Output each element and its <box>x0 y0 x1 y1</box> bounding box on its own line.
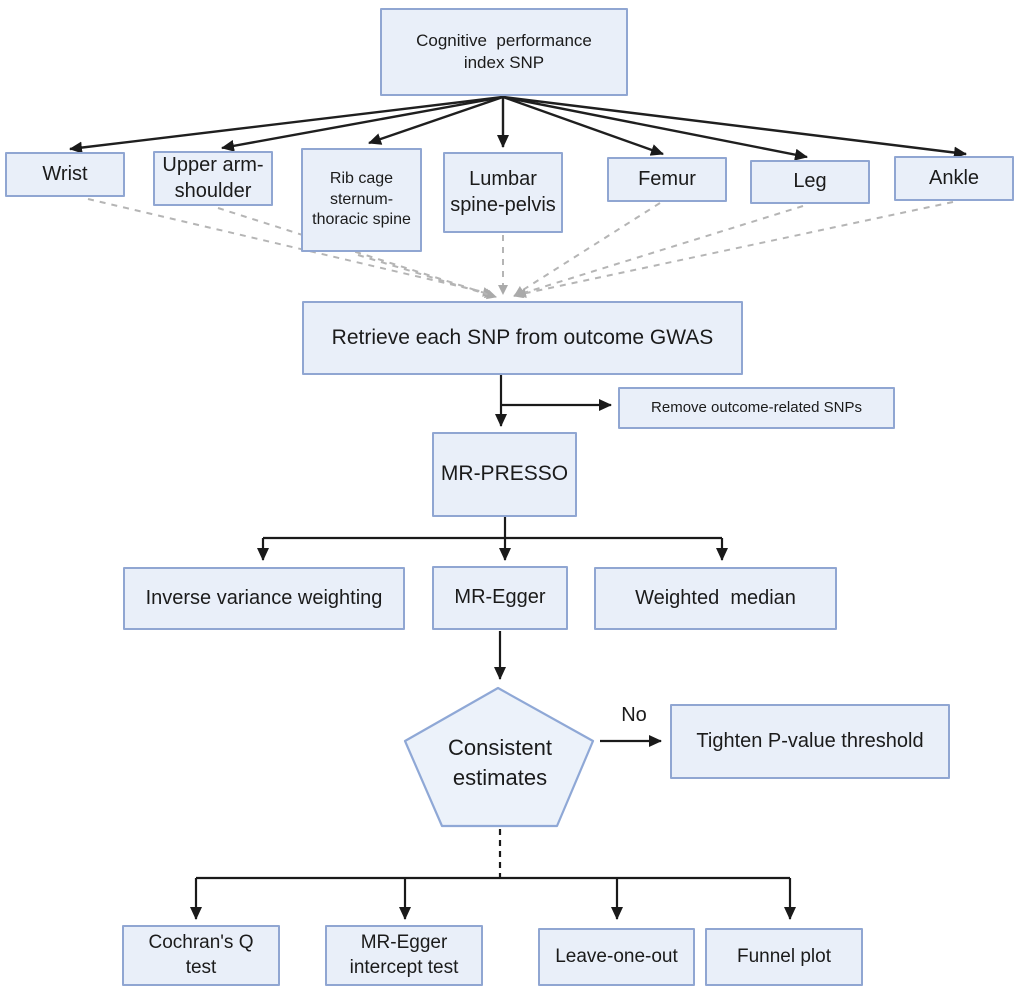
node-funnel-plot-label: Funnel plot <box>736 945 831 967</box>
node-leave-one-out: Leave-one-out <box>538 928 695 986</box>
node-leg: Leg <box>750 160 870 204</box>
node-tighten-threshold: Tighten P-value threshold <box>670 704 950 779</box>
node-cochrans-q-test: Cochran's Q test <box>122 925 280 986</box>
node-mr-egger-intercept-test: MR-Egger intercept test <box>325 925 483 986</box>
node-mr-egger: MR-Egger <box>432 566 568 630</box>
node-leg-label: Leg <box>793 170 827 193</box>
node-weighted-median: Weighted median <box>594 567 837 630</box>
no-branch-label: No <box>621 704 647 726</box>
node-mr-presso-label: MR-PRESSO <box>440 462 569 486</box>
node-rib-cage: Rib cage sternum-thoracic spine <box>301 148 422 252</box>
node-mr-egger-label: MR-Egger <box>454 586 546 609</box>
node-rib-cage-label: Rib cage sternum-thoracic spine <box>312 170 411 229</box>
node-femur-label: Femur <box>638 167 696 190</box>
node-exposure-label: Cognitive performance index SNP <box>416 31 597 72</box>
node-inverse-variance-weighting: Inverse variance weighting <box>123 567 405 630</box>
node-mr-presso: MR-PRESSO <box>432 432 577 517</box>
node-wrist-label: Wrist <box>42 162 88 185</box>
dashed-converging-connectors <box>87 198 954 300</box>
node-cochrans-q-test-label: Cochran's Q test <box>148 932 259 978</box>
node-lumbar-spine-pelvis-label: Lumbar spine-pelvis <box>450 167 556 216</box>
node-wrist: Wrist <box>5 152 125 197</box>
node-weighted-median-label: Weighted median <box>635 586 796 609</box>
node-tighten-threshold-label: Tighten P-value threshold <box>696 729 924 752</box>
node-lumbar-spine-pelvis: Lumbar spine-pelvis <box>443 152 563 233</box>
node-femur: Femur <box>607 157 727 202</box>
node-inverse-variance-weighting-label: Inverse variance weighting <box>145 586 383 609</box>
node-ankle: Ankle <box>894 156 1014 201</box>
node-mr-egger-intercept-test-label: MR-Egger intercept test <box>349 932 459 978</box>
node-exposure: Cognitive performance index SNP <box>380 8 628 96</box>
exposure-fan-arrows <box>69 95 967 161</box>
node-ankle-label: Ankle <box>928 166 980 189</box>
node-funnel-plot: Funnel plot <box>705 928 863 986</box>
sensitivity-branch-arrows <box>190 829 796 920</box>
decision-pentagon <box>403 686 595 828</box>
decision-label: Consistent estimates <box>448 735 552 790</box>
node-retrieve-snp-label: Retrieve each SNP from outcome GWAS <box>331 325 714 349</box>
node-leave-one-out-label: Leave-one-out <box>555 945 678 967</box>
node-upper-arm-shoulder: Upper arm-shoulder <box>153 151 273 206</box>
node-remove-snps: Remove outcome-related SNPs <box>618 387 895 429</box>
main-flow-arrows <box>257 375 728 747</box>
node-upper-arm-shoulder-label: Upper arm-shoulder <box>162 153 264 202</box>
node-remove-snps-label: Remove outcome-related SNPs <box>651 399 862 417</box>
node-retrieve-snp: Retrieve each SNP from outcome GWAS <box>302 301 743 375</box>
